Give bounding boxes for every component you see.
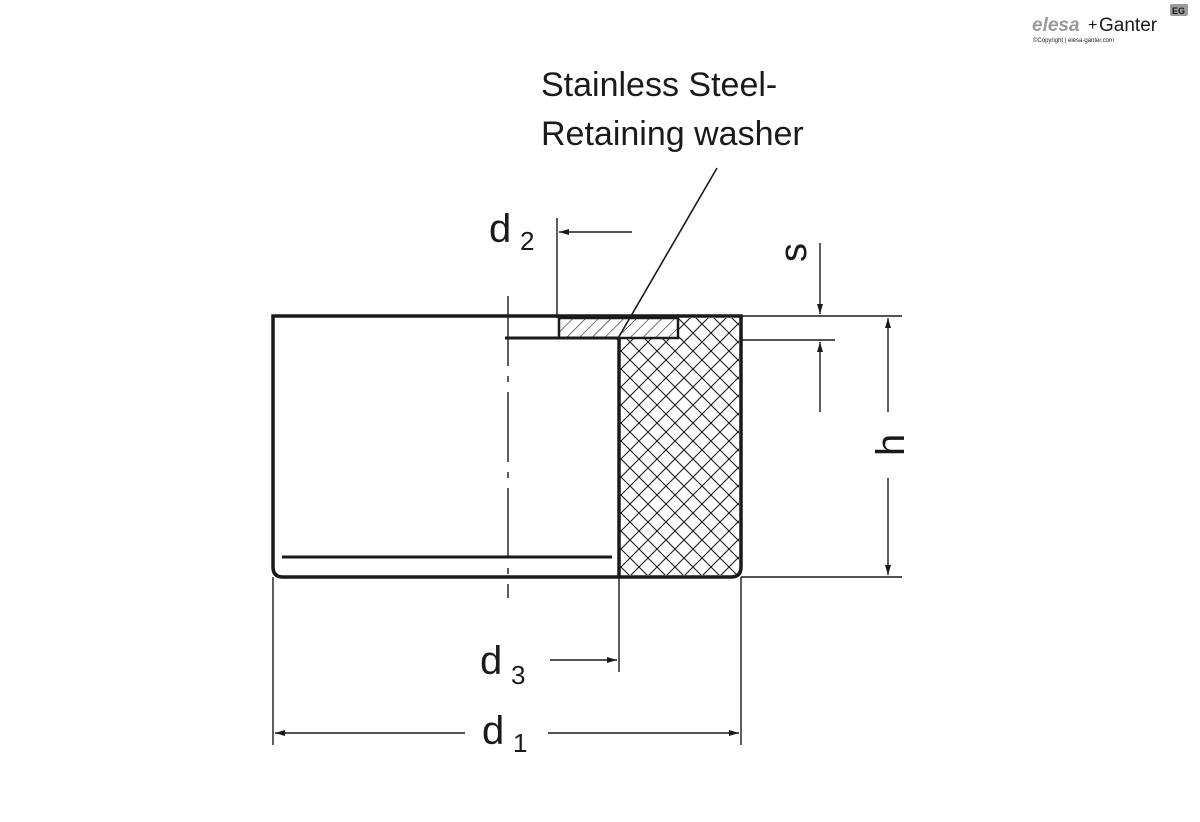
callout-line-1: Stainless Steel- <box>541 66 777 104</box>
s-label: s <box>773 243 815 262</box>
d2-label-sub: 2 <box>520 226 534 256</box>
body-outline <box>271 314 743 579</box>
logo-brand-right: Ganter <box>1099 15 1158 36</box>
rubber-top-hatch <box>677 318 739 340</box>
logo-badge: EG <box>1172 6 1185 16</box>
d1-label-letter: d <box>482 709 504 753</box>
logo-brand-left: elesa <box>1032 15 1080 36</box>
logo-badge-box <box>1170 4 1188 16</box>
logo-copyright: ©Copyright | elesa-ganter.com <box>1033 37 1114 44</box>
elesa-ganter-logo: elesa + Ganter EG ©Copyright | elesa-gan… <box>1032 4 1188 44</box>
d3-label-letter: d <box>480 639 502 683</box>
retaining-washer <box>557 316 680 340</box>
d3-label-sub: 3 <box>511 660 525 690</box>
logo-plus: + <box>1088 17 1097 34</box>
d2-label-letter: d <box>489 207 511 251</box>
d1-label-sub: 1 <box>513 728 527 758</box>
rubber-section-hatch <box>619 338 739 575</box>
h-label: h <box>869 434 913 456</box>
callout-leader-line <box>616 167 718 341</box>
callout-line-2: Retaining washer <box>541 115 804 153</box>
